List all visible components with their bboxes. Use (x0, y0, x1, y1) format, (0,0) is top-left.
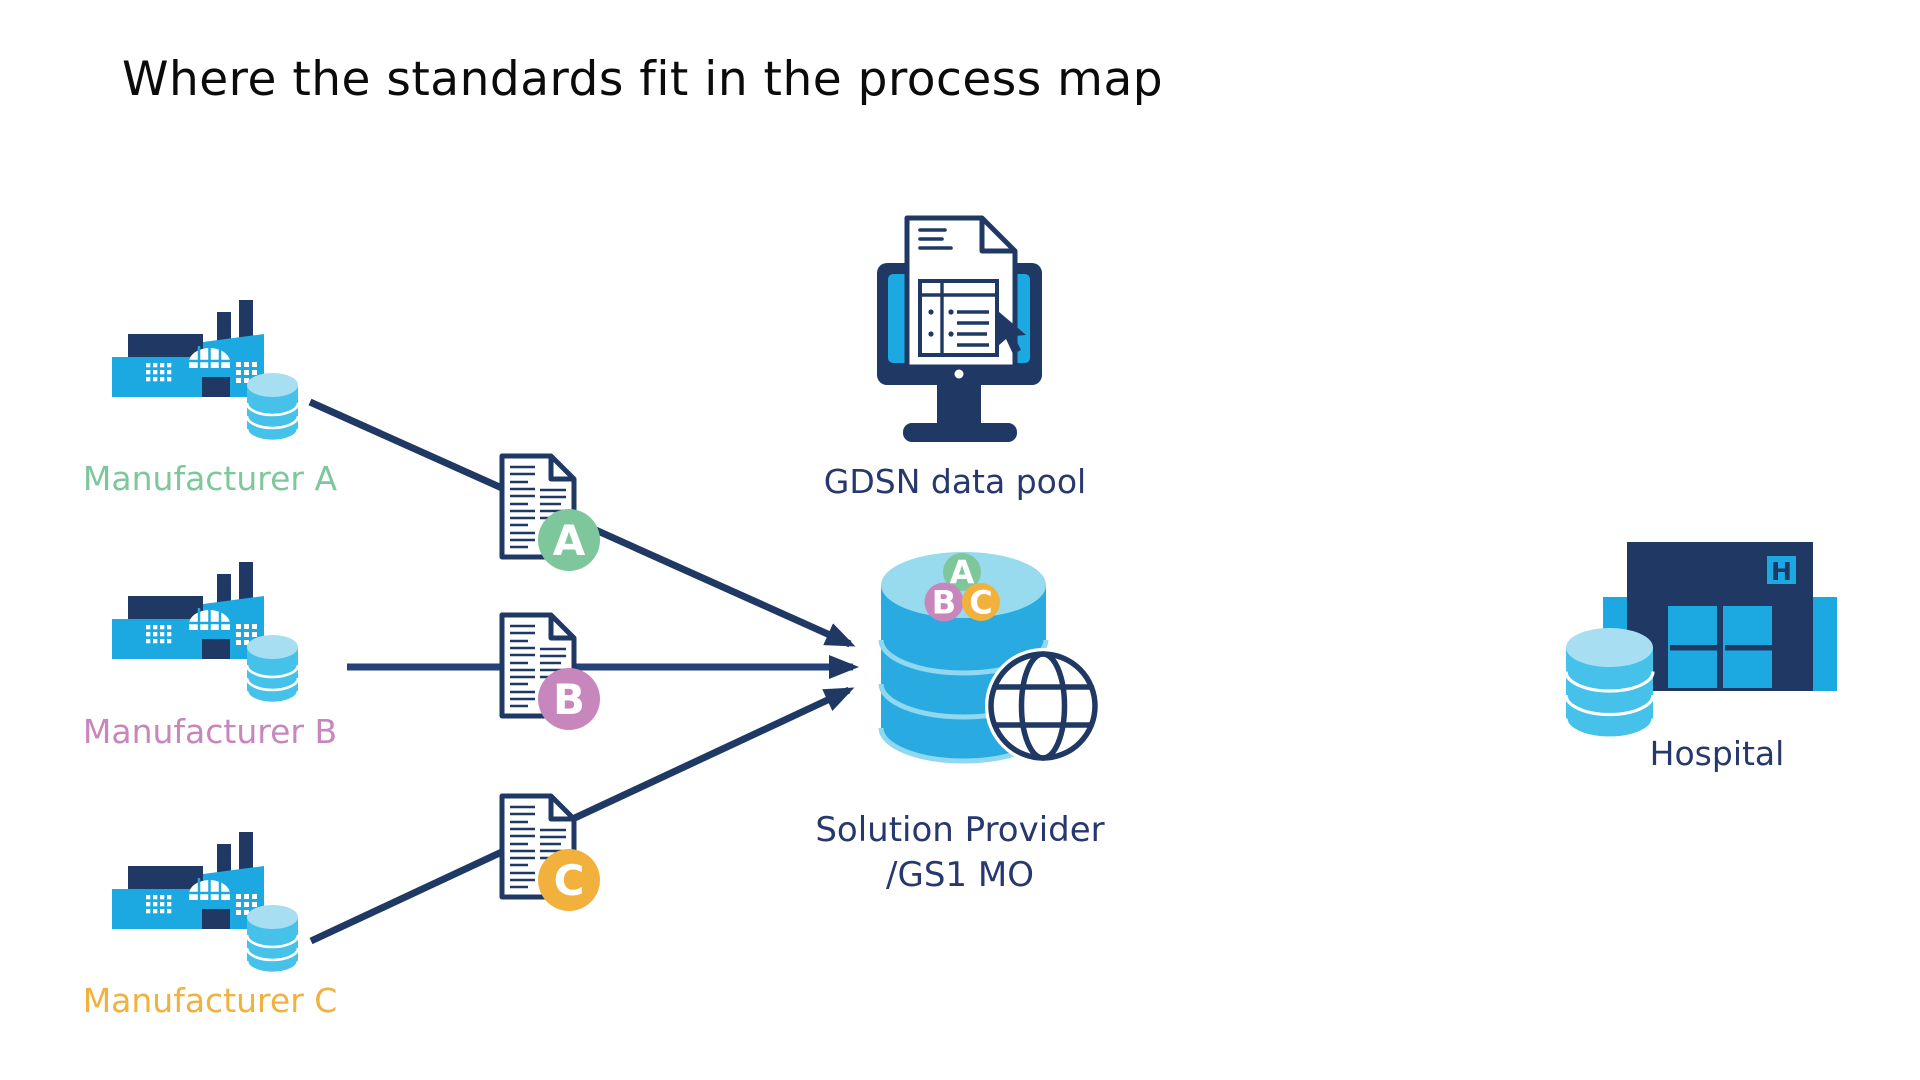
hospital-sign-letter: H (1771, 557, 1792, 586)
solution-provider-label: Solution Provider /GS1 MO (760, 808, 1160, 898)
page-title: Where the standards fit in the process m… (122, 52, 1164, 107)
database-cylinder-icon (245, 635, 300, 705)
hospital-label: Hospital (1649, 734, 1785, 773)
gdsn-monitor-icon (877, 215, 1042, 442)
factory-icon-manufacturer-a (112, 300, 300, 443)
hospital-icon: H (1564, 542, 1837, 740)
document-icon-a: A (499, 453, 600, 571)
cursor-icon (998, 311, 1026, 354)
solution-provider-label-line2: /GS1 MO (886, 855, 1034, 895)
db-badge-letter-c: C (969, 584, 992, 622)
db-badge-circle-c (962, 583, 1000, 621)
factory-icon-manufacturer-c (112, 832, 300, 975)
hospital-sign (1767, 556, 1796, 584)
badge-circle-a (538, 509, 600, 571)
manufacturer-c-label: Manufacturer C (82, 981, 338, 1020)
document-icon-c: C (499, 793, 600, 911)
badge-letter-b: B (553, 675, 585, 724)
database-cylinder-icon (245, 905, 300, 975)
document-on-screen-icon (904, 215, 1018, 370)
arrow-manufacturer-c-to-db (309, 686, 855, 945)
gdsn-data-pool-label: GDSN data pool (823, 462, 1087, 501)
manufacturer-b-label: Manufacturer B (82, 712, 338, 751)
solution-provider-database-icon: A B C (878, 552, 1101, 764)
db-badge-circle-b (924, 582, 964, 622)
database-cylinder-icon (1564, 628, 1655, 740)
badge-letter-a: A (553, 516, 586, 565)
document-icon-b: B (499, 612, 600, 730)
solution-provider-label-line1: Solution Provider (815, 810, 1105, 850)
database-cylinder-icon (245, 373, 300, 443)
manufacturer-a-label: Manufacturer A (82, 459, 338, 498)
badge-circle-b (538, 668, 600, 730)
badge-circle-c (538, 849, 600, 911)
factory-icon-manufacturer-b (112, 562, 300, 705)
db-badge-circle-a (943, 553, 981, 591)
badge-letter-c: C (554, 856, 585, 905)
db-badge-letter-b: B (932, 584, 956, 622)
globe-icon (985, 648, 1101, 764)
